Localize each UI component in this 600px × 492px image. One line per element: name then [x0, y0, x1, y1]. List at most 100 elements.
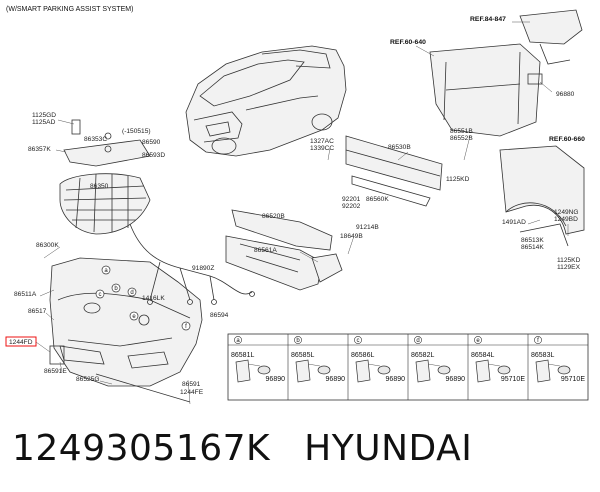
- cell-part-label: 86586L: [351, 352, 374, 359]
- label-1249bd[interactable]: 1249BD: [554, 216, 578, 223]
- label-1249ng[interactable]: 1249NG: [554, 209, 579, 216]
- cell-part-label: 86581L: [231, 352, 254, 359]
- label-86552b[interactable]: 86552B: [450, 135, 473, 142]
- label-1491ad[interactable]: 1491AD: [502, 219, 526, 226]
- label-92201[interactable]: 92201: [342, 196, 361, 203]
- label-86590[interactable]: 86590: [142, 139, 161, 146]
- label-86520b[interactable]: 86520B: [262, 213, 285, 220]
- label-86593d[interactable]: 86593D: [142, 152, 165, 159]
- label-86357k[interactable]: 86357K: [28, 146, 51, 153]
- callout-markers: a b c d e f: [95, 265, 191, 331]
- label-1244fd[interactable]: 1244FD: [9, 339, 33, 346]
- label-86591e[interactable]: 86591E: [44, 368, 67, 375]
- callout-b[interactable]: b: [111, 283, 121, 293]
- label-86300k[interactable]: 86300K: [36, 242, 59, 249]
- cell-letter-circle: [414, 336, 422, 344]
- label-86517[interactable]: 86517: [28, 308, 47, 315]
- cell-letter-circle: [234, 336, 242, 344]
- label-91214b[interactable]: 91214B: [356, 224, 379, 231]
- detail-cell-f[interactable]: f 86583L 95710E: [527, 334, 585, 400]
- header-note: (W/SMART PARKING ASSIST SYSTEM): [6, 6, 133, 13]
- callout-circle: [129, 311, 139, 321]
- cell-letter: e: [476, 338, 480, 344]
- radiator-support: [429, 9, 583, 137]
- callout-d[interactable]: d: [127, 287, 137, 297]
- cell-letter: c: [357, 338, 360, 344]
- label-18649b[interactable]: 18649B: [340, 233, 363, 240]
- part-labels: REF.84-847 REF.60-640 REF.60-660 1125GD …: [9, 16, 585, 396]
- ref-84-847[interactable]: REF.84-847: [470, 16, 506, 23]
- sensor-sketch: [497, 365, 511, 375]
- detail-cell-c[interactable]: c 86586L 96890: [347, 334, 406, 400]
- label-1125gd[interactable]: 1125GD: [32, 112, 56, 119]
- label-1416lk[interactable]: 1416LK: [142, 295, 165, 302]
- label-1339cc[interactable]: 1339CC: [310, 145, 334, 152]
- sensor-sketch: [557, 365, 571, 375]
- callout-a[interactable]: a: [101, 265, 111, 275]
- front-fender: [499, 145, 585, 247]
- ref-60-660[interactable]: REF.60-660: [549, 136, 585, 143]
- label-92202[interactable]: 92202: [342, 203, 361, 210]
- callout-e[interactable]: e: [129, 311, 139, 321]
- cell-letter-circle: [474, 336, 482, 344]
- label-86353c[interactable]: 86353C: [84, 136, 107, 143]
- label-86560k[interactable]: 86560K: [366, 196, 389, 203]
- label-1125kd-2[interactable]: 1125KD: [557, 257, 581, 264]
- label-1327ac[interactable]: 1327AC: [310, 138, 334, 145]
- callout-letter: b: [114, 286, 118, 292]
- sensor-sketch: [377, 365, 391, 375]
- label-86551b[interactable]: 86551B: [450, 128, 473, 135]
- label-1125ad[interactable]: 1125AD: [32, 119, 56, 126]
- cell-sensor-label: 95710E: [501, 376, 525, 383]
- label-86594[interactable]: 86594: [210, 312, 229, 319]
- label-150515[interactable]: (-150515): [122, 128, 151, 135]
- label-96880[interactable]: 96880: [556, 91, 575, 98]
- leader-lines: [39, 21, 569, 405]
- cell-letter-circle: [354, 336, 362, 344]
- label-86514k[interactable]: 86514K: [521, 244, 544, 251]
- cell-letter-circle: [534, 336, 542, 344]
- label-1244fe[interactable]: 1244FE: [180, 389, 204, 396]
- leader: [247, 363, 261, 367]
- sensor-sketch: [437, 365, 451, 375]
- label-1129ex[interactable]: 1129EX: [557, 264, 581, 271]
- cell-sensor-label: 96890: [386, 376, 406, 383]
- cell-letter: f: [537, 338, 539, 344]
- label-91890z[interactable]: 91890Z: [192, 265, 214, 272]
- cell-sensor-label: 95710E: [561, 376, 585, 383]
- callout-letter: c: [99, 292, 102, 298]
- callout-circle: [101, 265, 111, 275]
- leader: [427, 363, 441, 367]
- label-86513k[interactable]: 86513K: [521, 237, 544, 244]
- bracket-sketch: [295, 359, 311, 383]
- ref-60-640[interactable]: REF.60-640: [390, 39, 426, 46]
- grille-assembly: [59, 119, 151, 235]
- callout-f[interactable]: f: [181, 321, 191, 331]
- label-86511a[interactable]: 86511A: [14, 291, 37, 298]
- label-86525g[interactable]: 86525G: [76, 376, 99, 383]
- bracket-sketch: [355, 359, 371, 383]
- cell-part-label: 86585L: [291, 352, 314, 359]
- callout-c[interactable]: c: [95, 289, 105, 299]
- cell-part-label: 86583L: [531, 352, 554, 359]
- label-86530b[interactable]: 86530B: [388, 144, 411, 151]
- sensor-sketch: [317, 365, 331, 375]
- label-86591[interactable]: 86591: [182, 381, 201, 388]
- part-number: 1249305167K: [12, 428, 271, 469]
- cell-letter: b: [296, 338, 300, 344]
- leader: [307, 363, 321, 367]
- label-86350[interactable]: 86350: [90, 183, 109, 190]
- bracket-sketch: [415, 359, 431, 383]
- label-1125kd[interactable]: 1125KD: [446, 176, 470, 183]
- leader: [367, 363, 381, 367]
- front-bumper: [5, 257, 203, 403]
- label-86561a[interactable]: 86561A: [254, 247, 277, 254]
